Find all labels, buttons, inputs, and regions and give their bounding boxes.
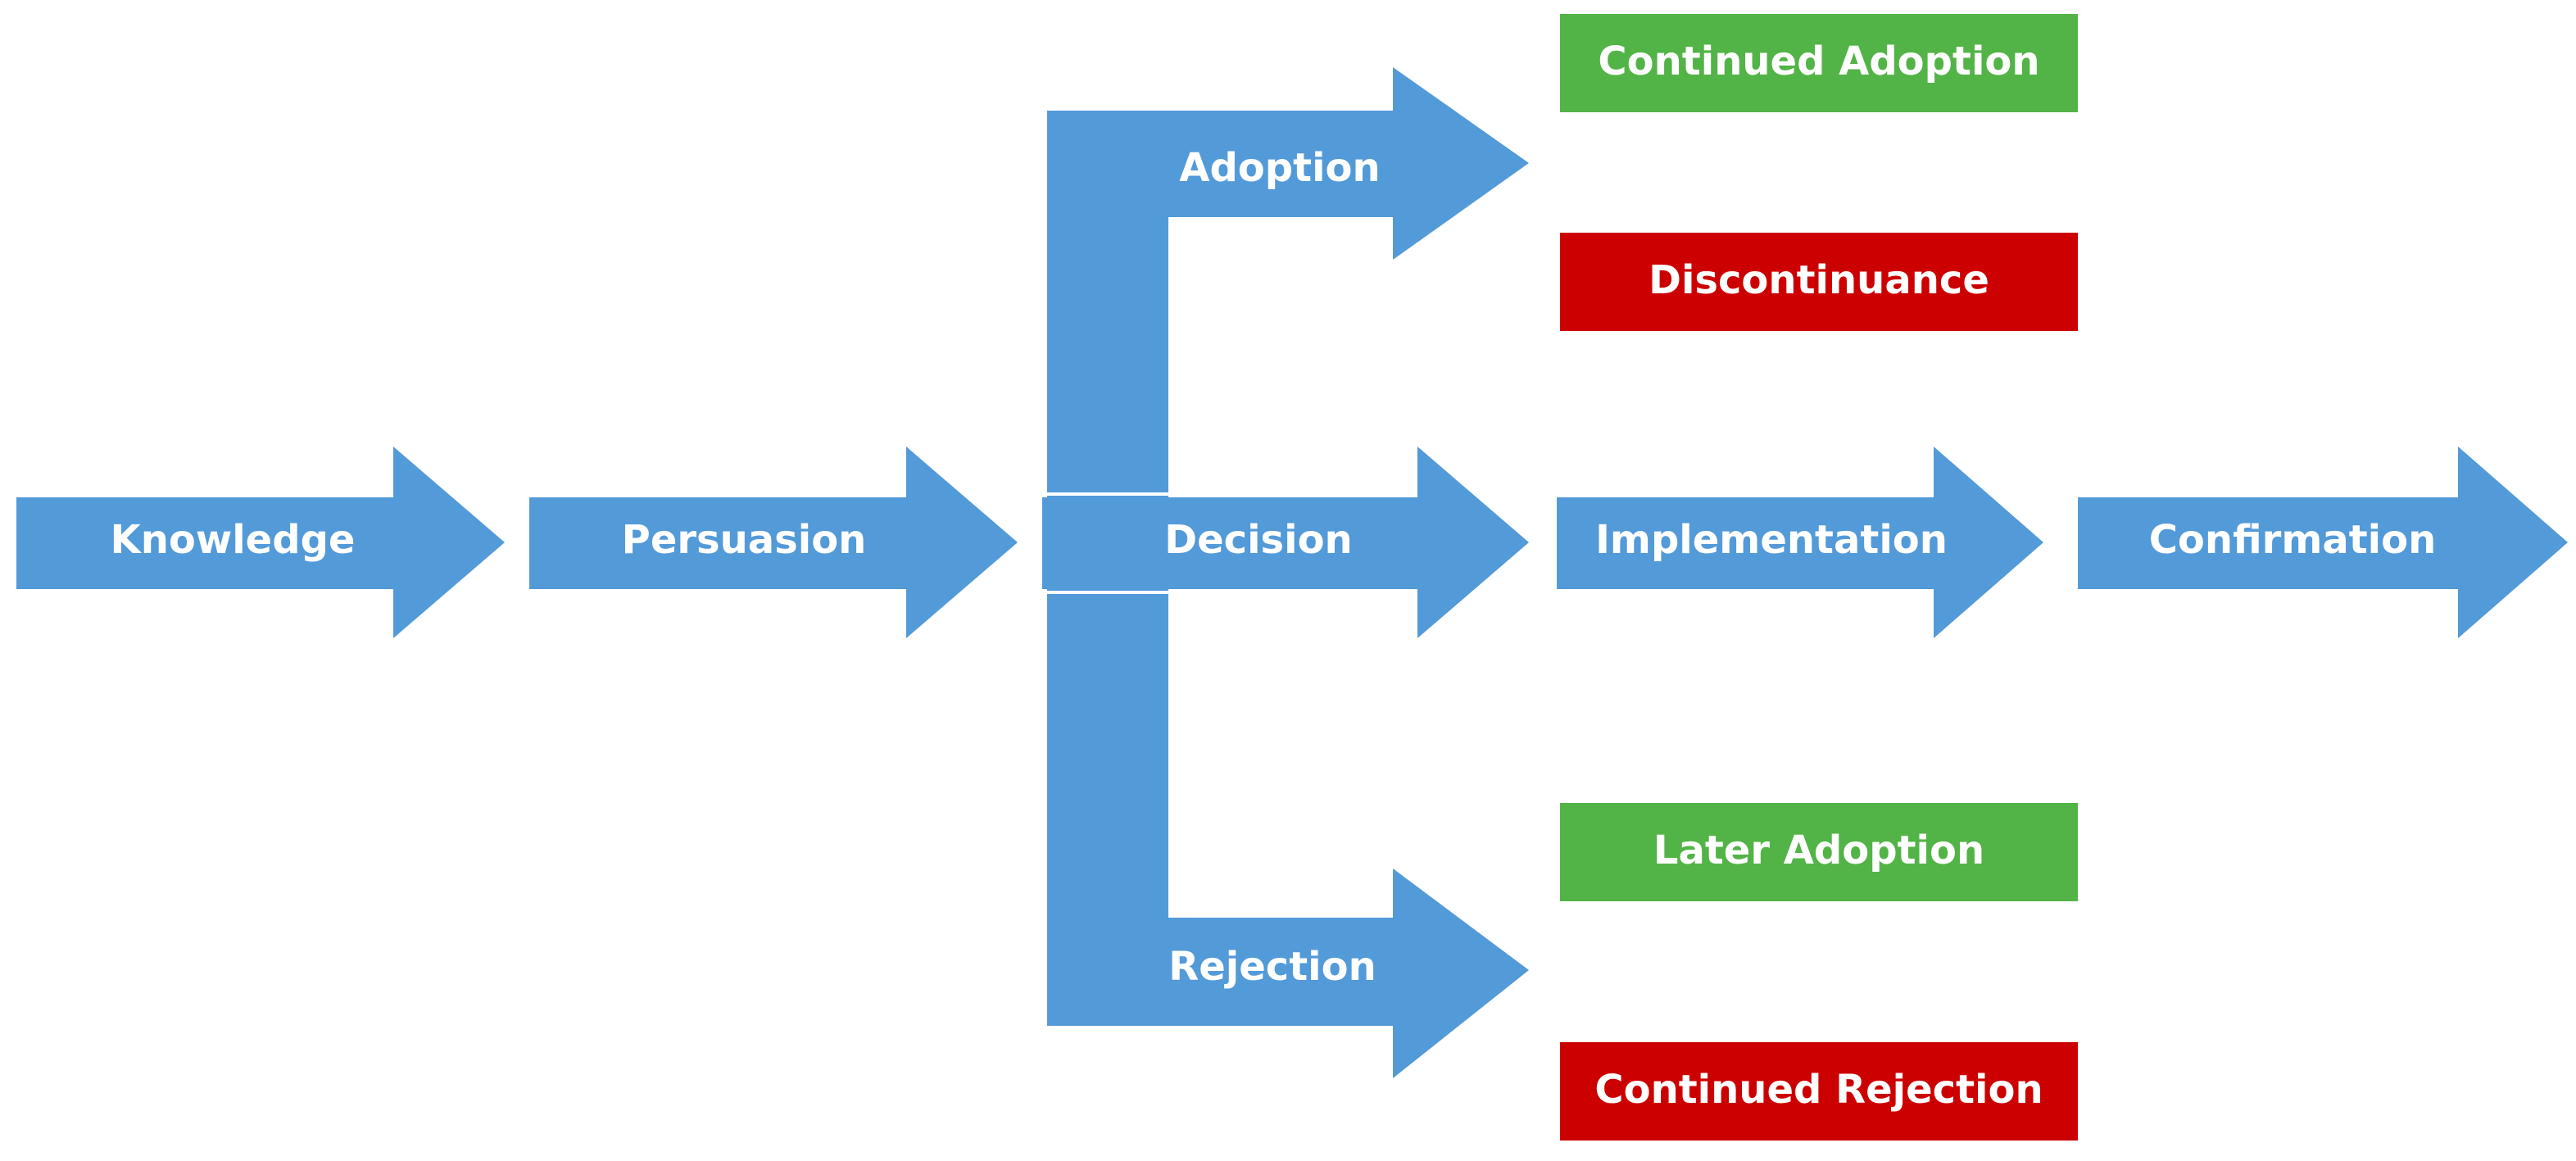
later-adoption-box [1560, 803, 2078, 901]
rejection-label: Rejection [1168, 944, 1376, 990]
discontinuance-label: Discontinuance [1649, 257, 1989, 303]
implementation-label: Implementation [1595, 517, 1948, 563]
adoption-arrow [1047, 67, 1529, 260]
persuasion-arrow [529, 447, 1018, 638]
persuasion-label: Persuasion [622, 517, 867, 563]
rejection-arrow [1047, 868, 1529, 1078]
confirmation-label: Confirmation [2149, 517, 2437, 563]
decision-label: Decision [1164, 517, 1352, 563]
continued-adoption-label: Continued Adoption [1598, 39, 2039, 84]
implementation-arrow [1557, 447, 2043, 638]
continued-rejection-label: Continued Rejection [1594, 1067, 2043, 1113]
decision-arrow [1041, 447, 1529, 638]
discontinuance-box [1560, 233, 2078, 331]
knowledge-arrow [16, 447, 505, 638]
adoption-label: Adoption [1179, 145, 1380, 191]
knowledge-label: Knowledge [111, 517, 356, 563]
later-adoption-label: Later Adoption [1653, 828, 1984, 873]
continued-adoption-box [1560, 14, 2078, 112]
confirmation-arrow [2078, 447, 2568, 638]
continued-rejection-box [1560, 1042, 2078, 1141]
